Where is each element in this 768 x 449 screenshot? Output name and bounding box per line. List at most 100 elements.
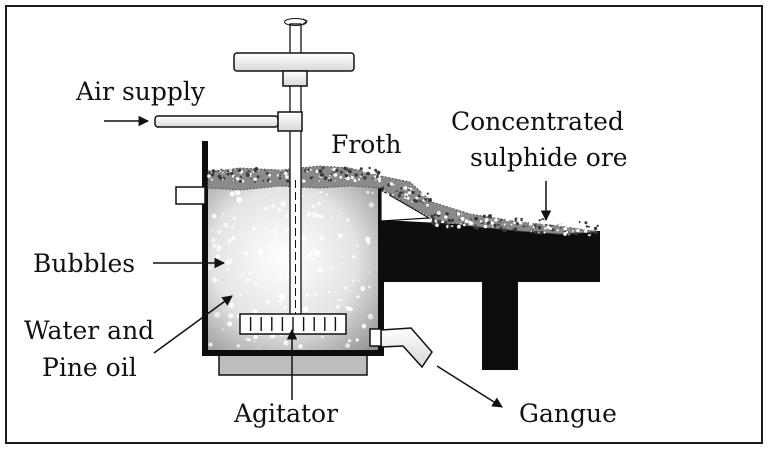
froth-speck [222, 172, 224, 174]
froth-speck [286, 170, 289, 173]
froth-speck [219, 170, 222, 172]
gangue-arrow [436, 365, 503, 408]
froth-speck [530, 217, 533, 220]
bubble [356, 244, 359, 247]
froth-speck [532, 225, 535, 228]
bubble [341, 299, 344, 301]
bubble [236, 314, 241, 319]
bubble [253, 340, 256, 343]
air-coupling [277, 111, 303, 132]
froth-speck [415, 196, 419, 200]
froth-speck [404, 196, 407, 199]
bubble [217, 230, 222, 235]
bubble [300, 235, 306, 241]
froth-speck [235, 177, 240, 181]
froth-speck [543, 231, 546, 234]
launder [381, 220, 600, 370]
froth-speck [309, 168, 312, 171]
froth-speck [409, 187, 413, 191]
froth-speck [474, 224, 477, 226]
bubble [306, 212, 312, 217]
froth-speck [321, 166, 325, 170]
froth-speck [252, 170, 255, 173]
water-arrow [153, 295, 233, 354]
bubble [228, 312, 234, 319]
bubble [302, 306, 309, 313]
bubble [271, 204, 275, 209]
froth-speck [522, 225, 525, 228]
froth-speck [426, 192, 429, 195]
froth-speck [237, 168, 242, 173]
froth-speck [231, 169, 233, 172]
froth-speck [238, 179, 243, 183]
bubble [252, 308, 258, 315]
froth-speck [457, 224, 461, 229]
froth-speck [482, 214, 486, 218]
gangue-valve [369, 328, 382, 347]
froth-speck [360, 173, 363, 176]
label-bubbles: Bubbles [33, 249, 135, 278]
froth-speck [318, 169, 323, 174]
froth-speck [348, 169, 352, 174]
bubble [246, 337, 250, 341]
froth-speck [588, 225, 590, 228]
froth-speck [262, 179, 265, 182]
froth-speck [210, 173, 215, 177]
bubble [306, 259, 309, 262]
bubble [212, 243, 217, 248]
froth-speck [448, 225, 452, 229]
bubble [239, 293, 242, 296]
bubble [277, 275, 282, 281]
froth-speck [207, 174, 211, 178]
froth-speck [335, 168, 339, 172]
bubble [368, 271, 371, 274]
froth-speck [370, 171, 374, 175]
froth-speck [220, 168, 223, 171]
bubble [211, 213, 217, 219]
froth-speck [246, 173, 250, 178]
froth-speck [346, 176, 350, 181]
froth-speck [528, 222, 533, 226]
froth-speck [540, 230, 544, 235]
bubble [230, 302, 235, 307]
froth-speck [483, 224, 488, 229]
bubble [226, 267, 230, 272]
froth-speck [346, 168, 349, 171]
bubble [216, 247, 221, 252]
froth-speck [353, 178, 357, 183]
bubble [240, 238, 242, 241]
froth-speck [494, 226, 496, 229]
froth-speck [556, 229, 559, 232]
bubble [266, 289, 269, 292]
bubble [211, 238, 216, 243]
froth-speck [247, 170, 250, 173]
froth-speck [285, 175, 289, 179]
bubble [310, 257, 314, 262]
froth-speck [268, 173, 271, 177]
froth-speck [312, 176, 314, 178]
froth-speck [435, 223, 439, 228]
froth-speck [563, 227, 567, 231]
froth-speck [551, 228, 555, 232]
froth-speck [279, 168, 282, 171]
froth-speck [368, 166, 371, 170]
label-gangue: Gangue [519, 399, 617, 428]
froth-speck [323, 176, 328, 181]
label-agitator: Agitator [233, 399, 338, 428]
froth-speck [389, 182, 394, 186]
froth-speck [331, 168, 333, 170]
froth-speck [464, 219, 469, 224]
froth-speck [241, 179, 245, 183]
froth-speck [505, 217, 510, 222]
froth-speck [344, 173, 349, 178]
bubble [284, 214, 289, 219]
bubble [228, 238, 232, 243]
froth-speck [499, 228, 501, 230]
froth-speck [420, 194, 422, 196]
bubble [312, 212, 318, 218]
froth-speck [480, 220, 483, 223]
froth-speck [451, 225, 454, 228]
froth-speck [526, 225, 528, 227]
froth-speck [572, 230, 574, 232]
froth-speck [596, 224, 599, 228]
